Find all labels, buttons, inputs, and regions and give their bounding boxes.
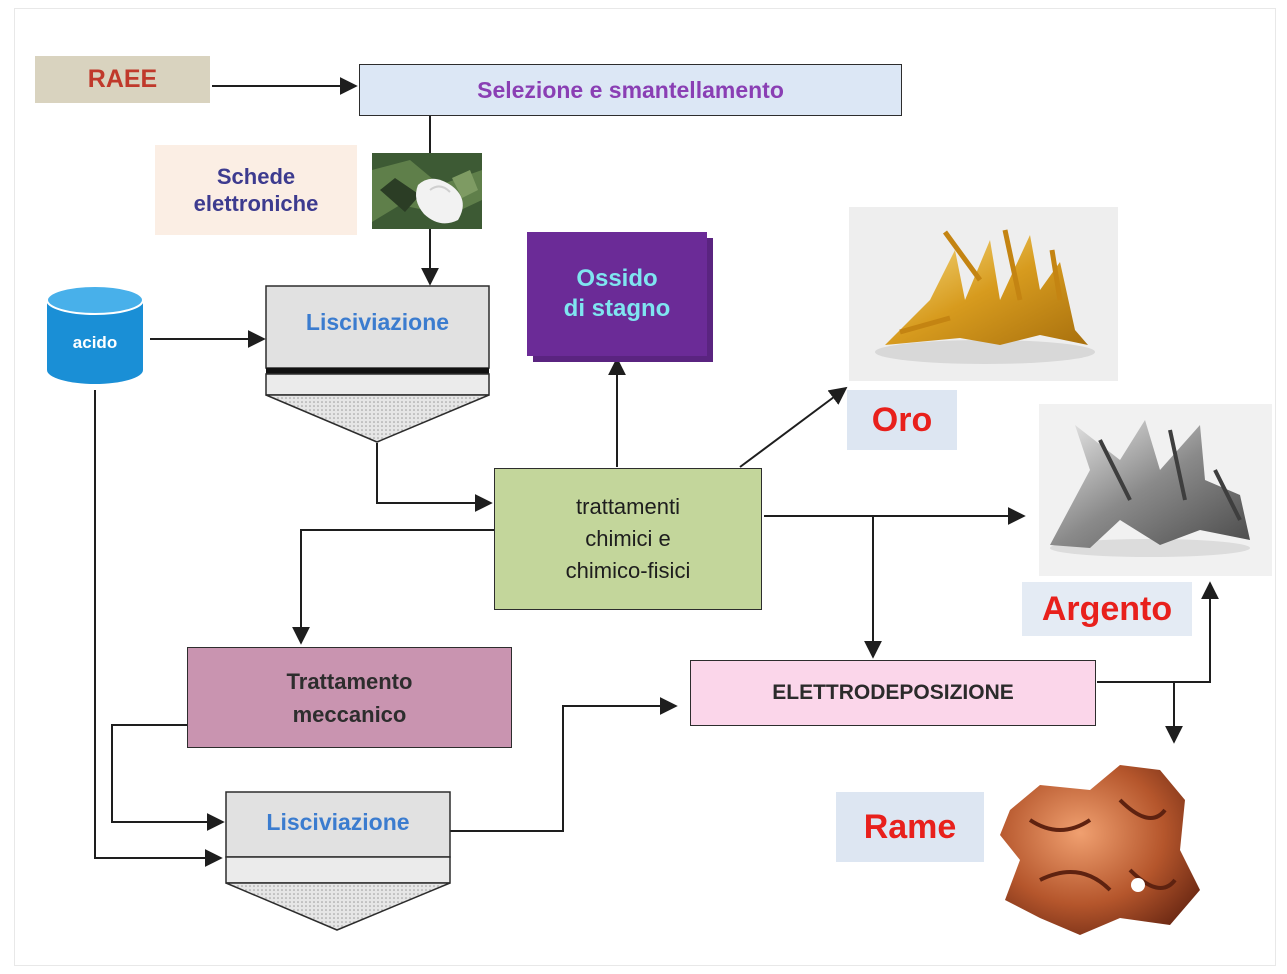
arrow-lisciviazione-elettro xyxy=(450,697,678,832)
selezione-node: Selezione e smantellamento xyxy=(359,64,902,116)
arrow-meccanico-lisciviazione xyxy=(111,724,225,831)
lisciviazione-bottom-label: Lisciviazione xyxy=(266,809,410,835)
ossido-label-line2: di stagno xyxy=(563,295,671,322)
raee-node: RAEE xyxy=(35,56,210,103)
arrow-lisciviazione-trattamenti xyxy=(376,443,493,512)
circuit-board-photo-icon xyxy=(372,153,482,229)
copper-nugget-photo-icon xyxy=(1000,765,1200,935)
meccanico-label-line2: meccanico xyxy=(292,701,407,727)
elettrodeposizione-label: ELETTRODEPOSIZIONE xyxy=(772,680,1014,704)
trattamenti-label-line3: chimico-fisici xyxy=(565,557,691,583)
ossido-label-line1: Ossido xyxy=(576,265,658,292)
meccanico-label-line1: Trattamento xyxy=(286,668,413,694)
elettrodeposizione-node: ELETTRODEPOSIZIONE xyxy=(690,660,1096,726)
oro-label: Oro xyxy=(847,390,957,450)
selezione-label: Selezione e smantellamento xyxy=(477,76,784,103)
cylinder-tank-icon: acido xyxy=(46,285,144,384)
arrow-acido-lisciviazione-bottom xyxy=(94,390,223,867)
raee-label: RAEE xyxy=(87,64,158,93)
acido-label: acido xyxy=(73,333,117,352)
arrow-trattamenti-oro xyxy=(739,386,848,468)
schede-node: Schede elettroniche xyxy=(155,145,357,235)
ossido-node: Ossido di stagno xyxy=(527,232,707,356)
lisciviazione-top-label: Lisciviazione xyxy=(305,309,450,335)
schede-label-line2: elettroniche xyxy=(193,191,319,216)
leaching-tank-bottom xyxy=(225,791,451,931)
argento-label: Argento xyxy=(1022,582,1192,636)
arrow-elettro-argento xyxy=(1097,581,1219,683)
connectors xyxy=(94,77,1219,867)
leaching-tank-top xyxy=(265,285,490,443)
gold-crystal-photo-icon xyxy=(849,207,1118,381)
trattamenti-node: trattamenti chimici e chimico-fisici xyxy=(494,468,762,610)
schede-label-line1: Schede xyxy=(216,163,296,189)
diagram-frame xyxy=(14,8,1276,966)
trattamenti-label-line1: trattamenti xyxy=(576,494,680,520)
trattamenti-label-line2: chimici e xyxy=(585,526,671,552)
meccanico-node: Trattamento meccanico xyxy=(187,647,512,748)
rame-label: Rame xyxy=(836,792,984,862)
arrow-trattamenti-meccanico xyxy=(292,529,494,645)
silver-crystal-photo-icon xyxy=(1039,404,1272,576)
